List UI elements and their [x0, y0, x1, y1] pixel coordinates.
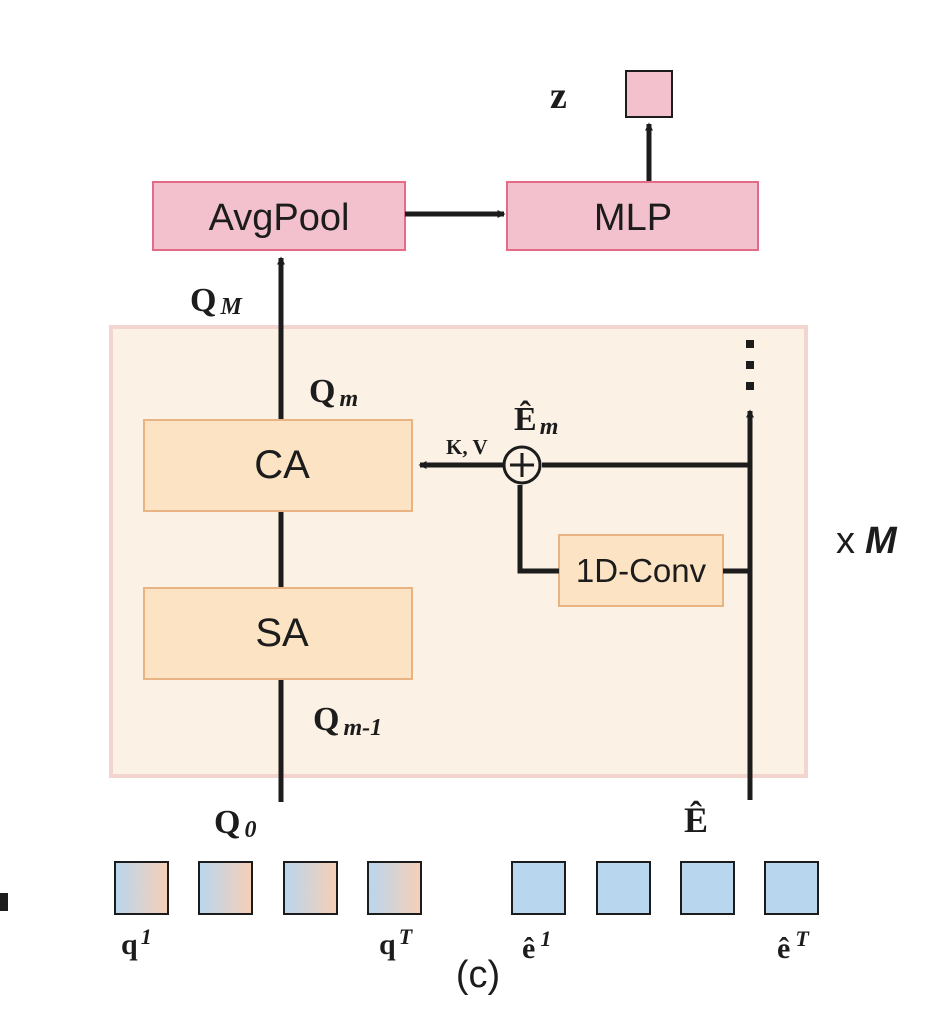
e-hat-label: Ê: [684, 800, 708, 840]
ellipsis-dot: [746, 340, 754, 348]
left-edge-mark: [0, 893, 8, 911]
embedding-token: [680, 861, 735, 915]
kv-label: K, V: [446, 435, 488, 459]
conv1d-block: [558, 534, 724, 607]
query-token: [114, 861, 169, 915]
mlp-label: MLP: [594, 197, 672, 239]
avgpool-label: AvgPool: [209, 197, 350, 239]
output-z-label: z: [550, 75, 567, 117]
ellipsis-dot: [746, 382, 754, 390]
cross-attention-label: CA: [254, 443, 310, 487]
cross-attention-block: [143, 419, 413, 512]
avgpool-block: [152, 181, 406, 251]
figure-caption: (c): [456, 954, 500, 996]
embedding-token: [596, 861, 651, 915]
embedding-token: [764, 861, 819, 915]
conv-to-sum-line: [517, 485, 559, 574]
mlp-block: [506, 181, 759, 251]
query-token: [198, 861, 253, 915]
self-attention-block: [143, 587, 413, 680]
embedding-token: [511, 861, 566, 915]
output-z-square: [625, 70, 673, 118]
ellipsis-dot: [746, 361, 754, 369]
query-token: [283, 861, 338, 915]
query-token: [367, 861, 422, 915]
conv1d-label: 1D-Conv: [576, 552, 707, 589]
self-attention-label: SA: [255, 611, 309, 655]
